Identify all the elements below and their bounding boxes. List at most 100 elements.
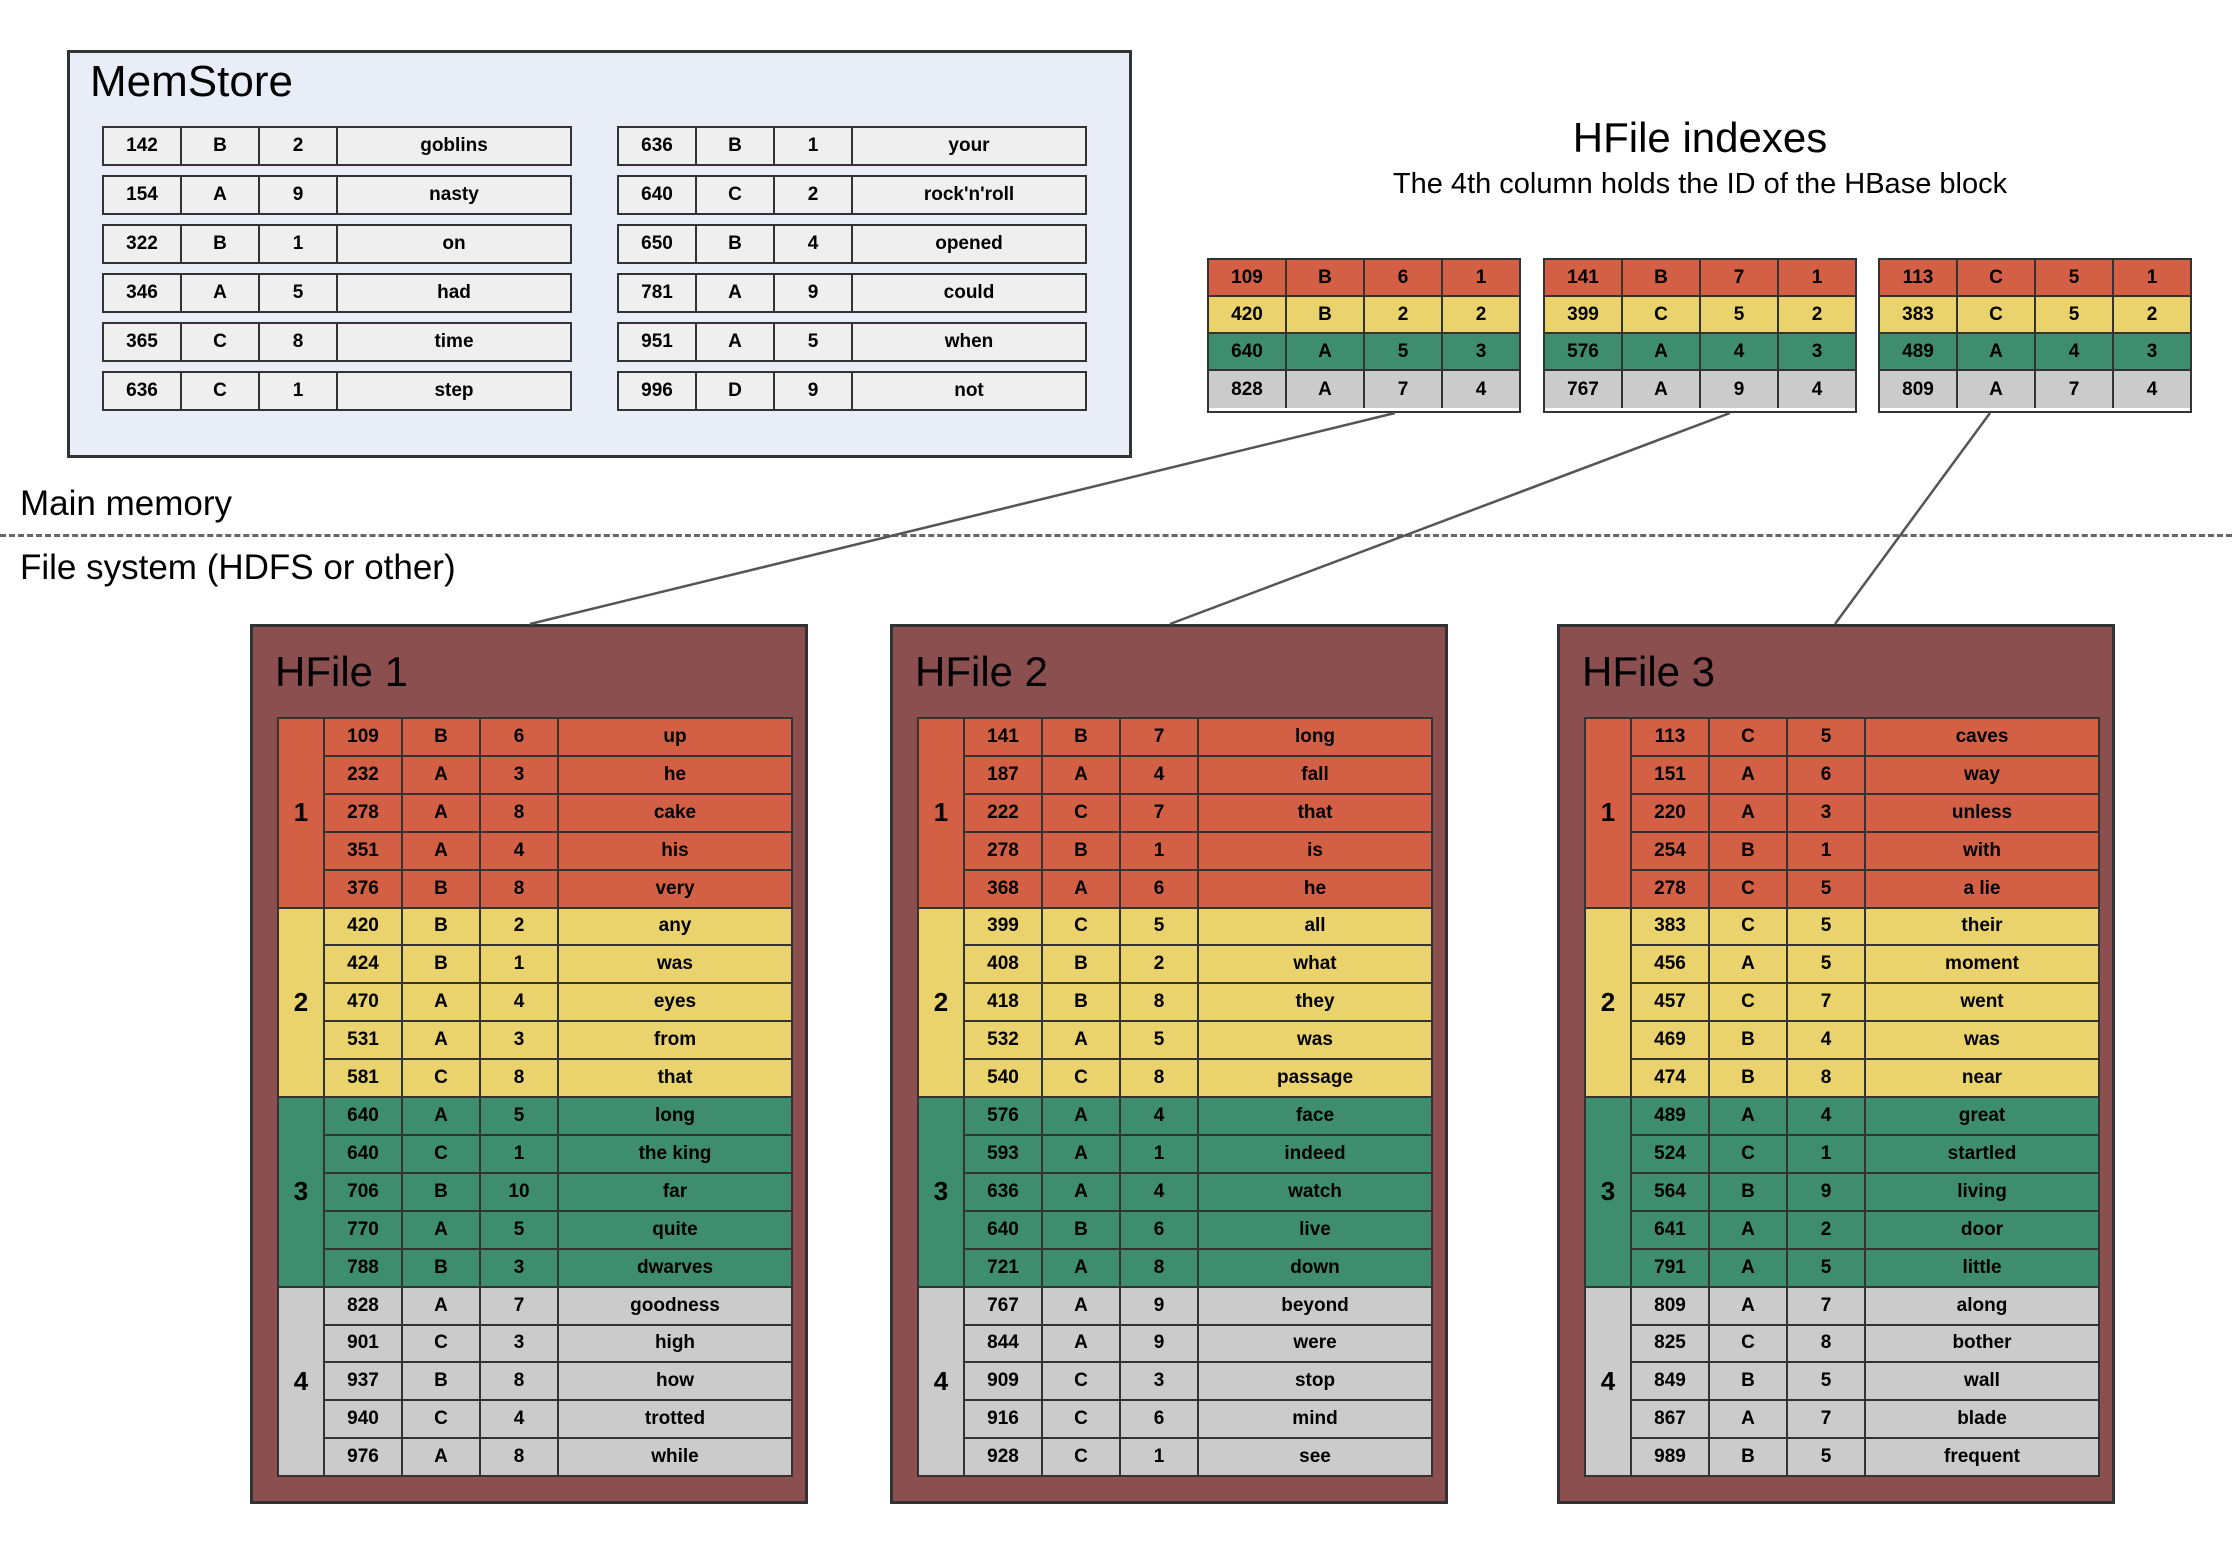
index-cell: 7 [1701,260,1779,295]
memstore-cell: 9 [775,275,853,311]
hfile-cell: A [403,756,481,793]
block-id: 2 [1586,908,1632,1098]
hfile-cell: B [403,1173,481,1210]
block-id: 2 [279,908,325,1098]
memstore-cell: C [182,373,260,409]
hfile-cell: 5 [481,1098,559,1134]
hfile-cell: were [1293,1332,1337,1354]
hfile-cell: 4 [481,1401,559,1438]
hfile-cell: 4 [481,984,559,1021]
hfile-cell: A [1043,1287,1121,1324]
hfile-cell: B [403,946,481,983]
hfile-cell: 901 [325,1325,403,1362]
hfile-cell: 5 [1788,946,1866,983]
index-cell: 4 [1701,334,1779,369]
hfile-cell: 9 [1121,1325,1199,1362]
hfile-cell: C [403,1135,481,1172]
hfile-cell: 7 [1788,1287,1866,1324]
hfile-cell: they [1295,991,1335,1013]
index-cell: 2 [2146,303,2158,325]
hfile-cell: C [1043,1401,1121,1438]
hfile-cell: 109 [325,719,403,755]
hfile-cell: 1 [481,946,559,983]
index-cell: A [1958,371,2036,408]
hfile-cell: B [1043,984,1121,1021]
hfile-title: HFile 3 [1582,648,1716,695]
hfile-cell: A [1710,946,1788,983]
hfile-cell: is [1307,839,1323,861]
hfile-cell: cake [653,801,697,823]
hfile-cell: 8 [1121,1060,1199,1097]
hfile-cell: 8 [481,1060,559,1097]
hfile-cell: 706 [325,1173,403,1210]
index-cell: 640 [1209,334,1287,369]
hfile-cell: 9 [1121,1287,1199,1324]
memstore-cell: opened [935,233,1003,254]
memstore-cell: 2 [260,128,338,164]
memstore-cell: 154 [104,177,182,213]
hfile-cell: see [1299,1446,1331,1468]
memstore-cell: 4 [775,226,853,262]
index-cell: A [1287,371,1365,408]
hfile-cell: 576 [965,1098,1043,1134]
hfile-cell: 564 [1632,1173,1710,1210]
hfile-cell: how [656,1370,694,1392]
hfile-cell: along [1956,1294,2008,1316]
hfile-cell: A [1043,756,1121,793]
hfile-cell: 937 [325,1363,403,1400]
memstore-cell: A [697,275,775,311]
hfile-cell: A [403,1022,481,1059]
hfile-cell: 2 [1121,946,1199,983]
memstore-cell: 2 [775,177,853,213]
hfile-cell: A [403,1211,481,1248]
hfile-cell: 531 [325,1022,403,1059]
hfile-cell: 383 [1632,908,1710,945]
hfile-cell: 278 [1632,870,1710,907]
memstore-cell: 346 [104,275,182,311]
hfile-cell: what [1293,953,1337,975]
index-cell: B [1287,260,1365,295]
hfile-cell: B [1710,1439,1788,1476]
memstore-cell: D [697,373,775,409]
hfile-cell: C [1710,908,1788,945]
memstore-cell: 650 [619,226,697,262]
memstore-cell: time [434,331,474,352]
hfile-cell: living [1957,1180,2007,1202]
hfile-cell: very [655,877,695,899]
hfile-cell: 721 [965,1249,1043,1286]
hfile-cell: B [403,870,481,907]
memstore-cell: B [182,226,260,262]
memstore-cell: your [948,135,990,156]
hfile-cell: their [1961,915,2003,937]
hfile-title: HFile 2 [915,648,1049,695]
hfile-cell: was [1297,1029,1333,1051]
hfile-cell: 4 [481,832,559,869]
hfile-cell: 581 [325,1060,403,1097]
hfile-cell: A [1043,1173,1121,1210]
hfile-cell: 540 [965,1060,1043,1097]
hfile-cell: A [403,794,481,831]
hfile-cell: he [663,763,687,785]
hfile-cell: 278 [325,794,403,831]
index-cell: C [1958,297,2036,332]
hfile-cell: C [1710,719,1788,755]
